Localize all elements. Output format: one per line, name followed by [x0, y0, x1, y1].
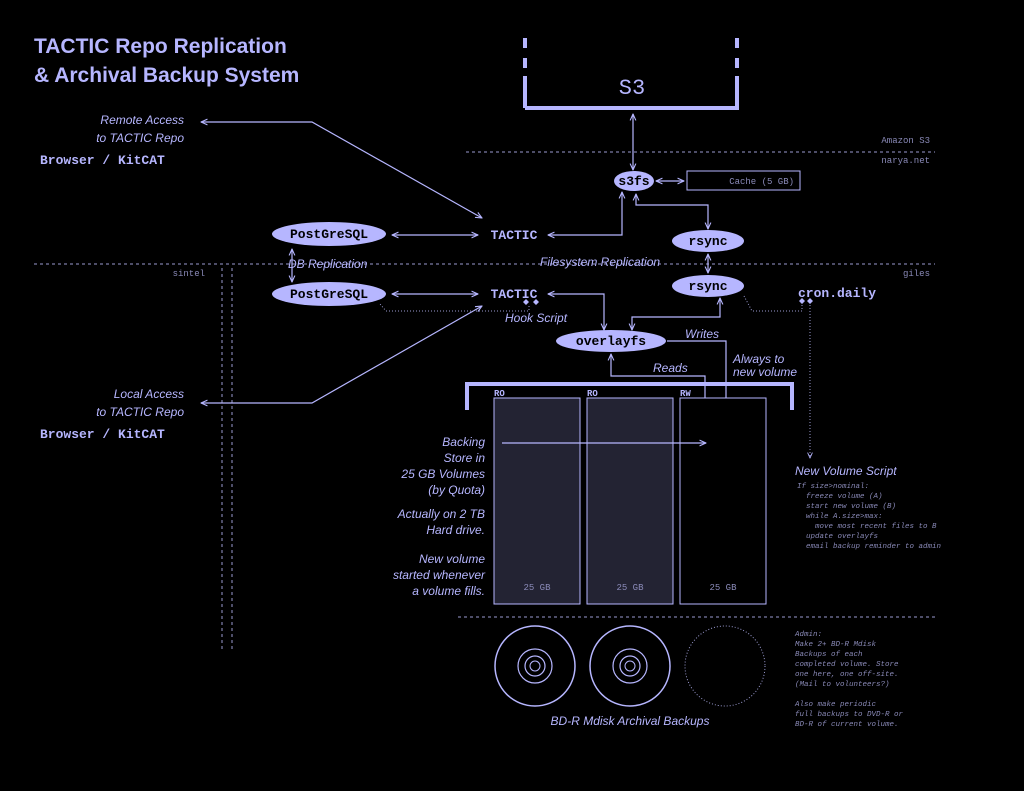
s3-label: S3	[619, 76, 645, 101]
s3fs-label: s3fs	[618, 174, 649, 189]
tactic-top-label: TACTIC	[491, 228, 538, 243]
volume-3	[679, 397, 767, 605]
rsync-top-label: rsync	[688, 234, 727, 249]
bdr-disc-2	[589, 625, 671, 707]
local-access-line-1: Local Access	[114, 387, 184, 401]
bdr-disc-1	[494, 625, 576, 707]
svg-text:update overlayfs: update overlayfs	[797, 533, 878, 541]
local-access-arrow	[201, 306, 482, 403]
svg-text:completed volume. Store: completed volume. Store	[795, 661, 899, 669]
svg-text:while A.size>max:: while A.size>max:	[797, 513, 883, 521]
volume-2	[586, 397, 674, 605]
svg-text:Also make periodic: Also make periodic	[794, 701, 877, 709]
always-line-2: new volume	[733, 365, 797, 379]
volumes-bracket	[465, 382, 794, 410]
s3fs-tactic-arrow	[548, 192, 622, 235]
volume-3-mode: RW	[680, 389, 691, 399]
cron-rsync-dotted	[743, 295, 803, 312]
rsync-top-node	[672, 230, 744, 252]
remote-access-line-1: Remote Access	[100, 113, 184, 127]
svg-text:Admin:: Admin:	[794, 631, 822, 639]
reads-label: Reads	[653, 361, 688, 375]
svg-text:move most recent files to B: move most recent files to B	[797, 523, 937, 531]
tactic-bottom-label: TACTIC	[491, 287, 538, 302]
zone-giles: giles	[903, 269, 930, 279]
svg-text:Backing: Backing	[442, 435, 485, 449]
hook-script-dotted	[379, 303, 530, 312]
svg-text:Store in: Store in	[444, 451, 486, 465]
local-clients: Browser / KitCAT	[40, 427, 165, 442]
svg-text:New volume: New volume	[419, 552, 485, 566]
s3fs-node	[614, 171, 654, 191]
remote-access-line-2: to TACTIC Repo	[96, 131, 184, 145]
svg-text:25 GB Volumes: 25 GB Volumes	[400, 467, 485, 481]
cache-label: Cache (5 GB)	[729, 177, 794, 187]
zone-sintel: sintel	[173, 269, 205, 279]
overlayfs-label: overlayfs	[576, 334, 646, 349]
svg-text:Backups of each: Backups of each	[795, 651, 863, 659]
postgres-bottom-label: PostGreSQL	[290, 287, 368, 302]
svg-text:email backup reminder to admin: email backup reminder to admin	[797, 543, 942, 551]
postgres-top-node	[272, 222, 386, 246]
bdr-disc-placeholder	[684, 625, 766, 707]
svg-text:If size>nominal:: If size>nominal:	[797, 483, 869, 491]
svg-text:(by Quota): (by Quota)	[428, 483, 485, 497]
title-line-2: & Archival Backup System	[34, 64, 299, 87]
postgres-bottom-node	[272, 282, 386, 306]
svg-text:BD-R of current volume.: BD-R of current volume.	[795, 721, 899, 729]
svg-text:full backups to DVD-R or: full backups to DVD-R or	[795, 711, 904, 719]
new-volume-script-title: New Volume Script	[795, 464, 897, 478]
cache-box	[686, 170, 801, 191]
s3-bucket	[523, 38, 739, 110]
svg-text:Hard drive.: Hard drive.	[426, 523, 485, 537]
volume-3-size: 25 GB	[709, 583, 737, 593]
rsync-bottom-node	[672, 275, 744, 297]
zone-narya: narya.net	[881, 156, 930, 166]
remote-clients: Browser / KitCAT	[40, 153, 165, 168]
fs-replication-label: Filesystem Replication	[540, 255, 660, 269]
postgres-top-label: PostGreSQL	[290, 227, 368, 242]
svg-text:started whenever: started whenever	[393, 568, 486, 582]
volume-1-mode: RO	[494, 389, 505, 399]
admin-note: Admin: Make 2+ BD-R Mdisk Backups of eac…	[794, 631, 904, 729]
new-volume-script-code: If size>nominal: freeze volume (A) start…	[797, 483, 942, 551]
rsync-overlayfs-arrow	[632, 298, 720, 330]
remote-access-arrow	[201, 122, 482, 218]
volume-2-mode: RO	[587, 389, 598, 399]
volume-2-size: 25 GB	[616, 583, 644, 593]
volume-1-size: 25 GB	[523, 583, 551, 593]
s3fs-rsync-arrow	[636, 194, 708, 229]
svg-text:a volume fills.: a volume fills.	[412, 584, 485, 598]
svg-text:start new volume (B): start new volume (B)	[797, 503, 896, 511]
hook-script-connector	[523, 299, 539, 305]
zone-amazon: Amazon S3	[881, 136, 930, 146]
svg-text:(Mail to volunteers?): (Mail to volunteers?)	[795, 681, 890, 689]
rsync-bottom-label: rsync	[688, 279, 727, 294]
overlayfs-node	[556, 330, 666, 352]
svg-text:Make 2+ BD-R Mdisk: Make 2+ BD-R Mdisk	[795, 641, 877, 649]
volume-1	[493, 397, 581, 605]
cron-connector	[799, 298, 813, 304]
title-line-1: TACTIC Repo Replication	[34, 35, 287, 58]
local-access-line-2: to TACTIC Repo	[96, 405, 184, 419]
backing-notes: Backing Store in 25 GB Volumes (by Quota…	[393, 435, 486, 598]
always-line-1: Always to	[732, 352, 785, 366]
tactic-overlayfs-arrow	[548, 294, 604, 330]
db-replication-label: DB Replication	[288, 257, 368, 271]
svg-text:one here, one off-site.: one here, one off-site.	[795, 671, 899, 679]
svg-text:Actually on 2 TB: Actually on 2 TB	[397, 507, 485, 521]
cron-daily-label: cron.daily	[798, 286, 876, 301]
archival-caption: BD-R Mdisk Archival Backups	[551, 714, 710, 728]
svg-text:freeze volume (A): freeze volume (A)	[797, 493, 883, 501]
writes-label: Writes	[685, 327, 719, 341]
hook-script-label: Hook Script	[505, 311, 568, 325]
